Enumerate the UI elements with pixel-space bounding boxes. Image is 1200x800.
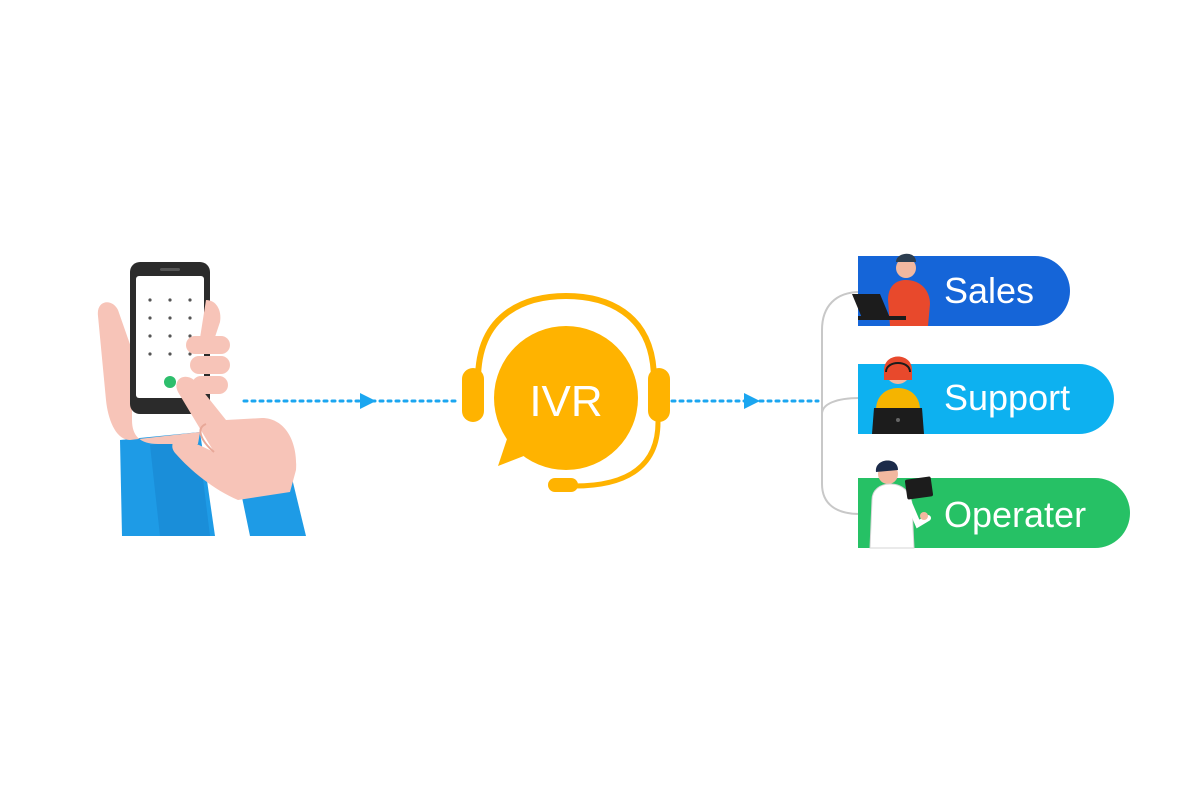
department-connector <box>821 291 861 515</box>
operater-label: Operater <box>944 494 1086 535</box>
person-with-laptop-icon <box>852 253 930 326</box>
support-label: Support <box>944 377 1070 418</box>
person-holding-tablet-icon <box>869 460 934 549</box>
department-sales: Sales <box>852 253 1070 326</box>
flow-arrow-ivr-to-departments <box>670 393 820 409</box>
ivr-label: IVR <box>529 377 602 426</box>
sales-label: Sales <box>944 270 1034 311</box>
department-support: Support <box>858 356 1114 434</box>
headset-agent-with-laptop-icon <box>872 356 924 434</box>
flow-arrow-caller-to-ivr <box>242 393 458 409</box>
department-operater: Operater <box>858 460 1130 549</box>
hand-holding-phone-icon <box>97 262 306 536</box>
headset-speech-bubble-icon: IVR <box>462 292 670 492</box>
